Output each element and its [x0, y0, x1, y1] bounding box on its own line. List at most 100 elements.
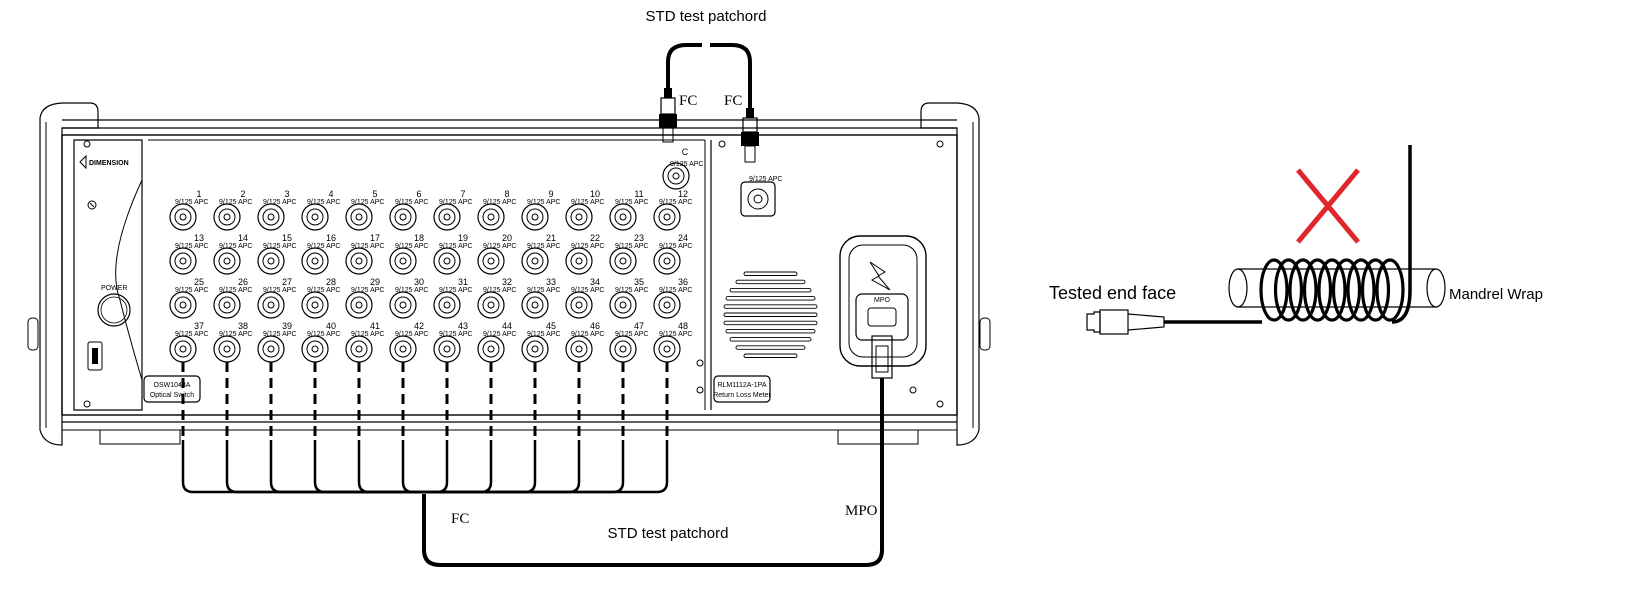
port-ring: [389, 335, 417, 363]
port-44[interactable]: 449/125 APC: [477, 321, 516, 363]
meter-module-badge: [713, 375, 771, 403]
port-4[interactable]: 49/125 APC: [301, 189, 340, 231]
port-46[interactable]: 469/125 APC: [565, 321, 604, 363]
port-40[interactable]: 409/125 APC: [301, 321, 340, 363]
port-type-label: 9/125 APC: [527, 287, 560, 294]
brand-label: DIMENSION: [89, 160, 129, 167]
left-foot: [27, 317, 39, 351]
port-number-label: 14: [238, 233, 248, 243]
port-5[interactable]: 59/125 APC: [345, 189, 384, 231]
port-36[interactable]: 369/125 APC: [653, 277, 692, 319]
port-29[interactable]: 299/125 APC: [345, 277, 384, 319]
port-type-label: 9/125 APC: [527, 243, 560, 250]
port-20[interactable]: 209/125 APC: [477, 233, 516, 275]
meter-fc-port[interactable]: 9/125 APC: [740, 176, 782, 217]
port-number-label: 43: [458, 321, 468, 331]
port-30[interactable]: 309/125 APC: [389, 277, 428, 319]
port-43[interactable]: 439/125 APC: [433, 321, 472, 363]
port-13[interactable]: 139/125 APC: [169, 233, 208, 275]
port-23[interactable]: 239/125 APC: [609, 233, 648, 275]
port-17[interactable]: 179/125 APC: [345, 233, 384, 275]
port-47[interactable]: 479/125 APC: [609, 321, 648, 363]
port-45[interactable]: 459/125 APC: [521, 321, 560, 363]
port-inner: [394, 252, 412, 270]
port-31[interactable]: 319/125 APC: [433, 277, 472, 319]
port-8[interactable]: 89/125 APC: [477, 189, 516, 231]
port-24[interactable]: 249/125 APC: [653, 233, 692, 275]
port-inner: [658, 340, 676, 358]
fanout-cord-11: [424, 440, 625, 494]
mpo-housing-outer: [839, 235, 927, 367]
port-inner: [350, 208, 368, 226]
port-type-label: 9/125 APC: [175, 199, 208, 206]
port-22[interactable]: 229/125 APC: [565, 233, 604, 275]
port-37[interactable]: 379/125 APC: [169, 321, 208, 363]
port-ring: [169, 335, 197, 363]
port-27[interactable]: 279/125 APC: [257, 277, 296, 319]
port-type-label: 9/125 APC: [659, 243, 692, 250]
port-25[interactable]: 259/125 APC: [169, 277, 208, 319]
coil-loop-1: [1259, 258, 1289, 322]
port-14[interactable]: 149/125 APC: [213, 233, 252, 275]
port-48[interactable]: 489/125 APC: [653, 321, 692, 363]
port-26[interactable]: 269/125 APC: [213, 277, 252, 319]
port-type-label: 9/125 APC: [659, 199, 692, 206]
top-patchcord-label: STD test patchord: [646, 8, 767, 25]
port-9[interactable]: 99/125 APC: [521, 189, 560, 231]
port-21[interactable]: 219/125 APC: [521, 233, 560, 275]
port-33[interactable]: 339/125 APC: [521, 277, 560, 319]
port-inner: [570, 340, 588, 358]
port-19[interactable]: 199/125 APC: [433, 233, 472, 275]
meter-module: 9/125 APC MPO RLM1112A-1PA Return Loss M…: [713, 140, 944, 408]
port-42[interactable]: 429/125 APC: [389, 321, 428, 363]
vent-slot: [723, 304, 818, 309]
port-ferrule: [487, 345, 495, 353]
port-38[interactable]: 389/125 APC: [213, 321, 252, 363]
port-32[interactable]: 329/125 APC: [477, 277, 516, 319]
port-ring: [653, 335, 681, 363]
vent-slot: [743, 271, 798, 276]
port-15[interactable]: 159/125 APC: [257, 233, 296, 275]
power-button-icon[interactable]: [97, 293, 131, 327]
port-inner: [174, 296, 192, 314]
port-ferrule: [619, 213, 627, 221]
port-35[interactable]: 359/125 APC: [609, 277, 648, 319]
port-type-label: 9/125 APC: [175, 331, 208, 338]
port-28[interactable]: 289/125 APC: [301, 277, 340, 319]
port-type-label: 9/125 APC: [527, 331, 560, 338]
port-10[interactable]: 109/125 APC: [565, 189, 604, 231]
port-39[interactable]: 399/125 APC: [257, 321, 296, 363]
port-1[interactable]: 19/125 APC: [169, 189, 208, 231]
port-number-label: 44: [502, 321, 512, 331]
coil-loop-2: [1273, 258, 1304, 322]
port-41[interactable]: 419/125 APC: [345, 321, 384, 363]
common-port[interactable]: C 9/125 APC: [662, 147, 703, 190]
port-ferrule: [399, 301, 407, 309]
mpo-adapter: [855, 293, 909, 341]
port-34[interactable]: 349/125 APC: [565, 277, 604, 319]
fiber-coil: [1259, 258, 1405, 322]
tested-connector: [1086, 309, 1165, 335]
port-6[interactable]: 69/125 APC: [389, 189, 428, 231]
screw-bottom-left: [83, 400, 91, 408]
mpo-port[interactable]: MPO: [839, 235, 927, 379]
port-number-label: 22: [590, 233, 600, 243]
port-inner: [526, 208, 544, 226]
port-number-label: 20: [502, 233, 512, 243]
fanout-cord-9: [424, 440, 537, 494]
port-3[interactable]: 39/125 APC: [257, 189, 296, 231]
port-12[interactable]: 129/125 APC: [653, 189, 692, 231]
port-11[interactable]: 119/125 APC: [609, 189, 648, 231]
port-ring: [433, 247, 461, 275]
usb-port-icon[interactable]: [87, 341, 103, 371]
port-2[interactable]: 29/125 APC: [213, 189, 252, 231]
port-number-label: 40: [326, 321, 336, 331]
port-16[interactable]: 169/125 APC: [301, 233, 340, 275]
port-inner: [306, 252, 324, 270]
port-ferrule: [575, 345, 583, 353]
port-type-label: 9/125 APC: [263, 287, 296, 294]
port-18[interactable]: 189/125 APC: [389, 233, 428, 275]
coil-loop-6: [1331, 258, 1362, 322]
port-7[interactable]: 79/125 APC: [433, 189, 472, 231]
